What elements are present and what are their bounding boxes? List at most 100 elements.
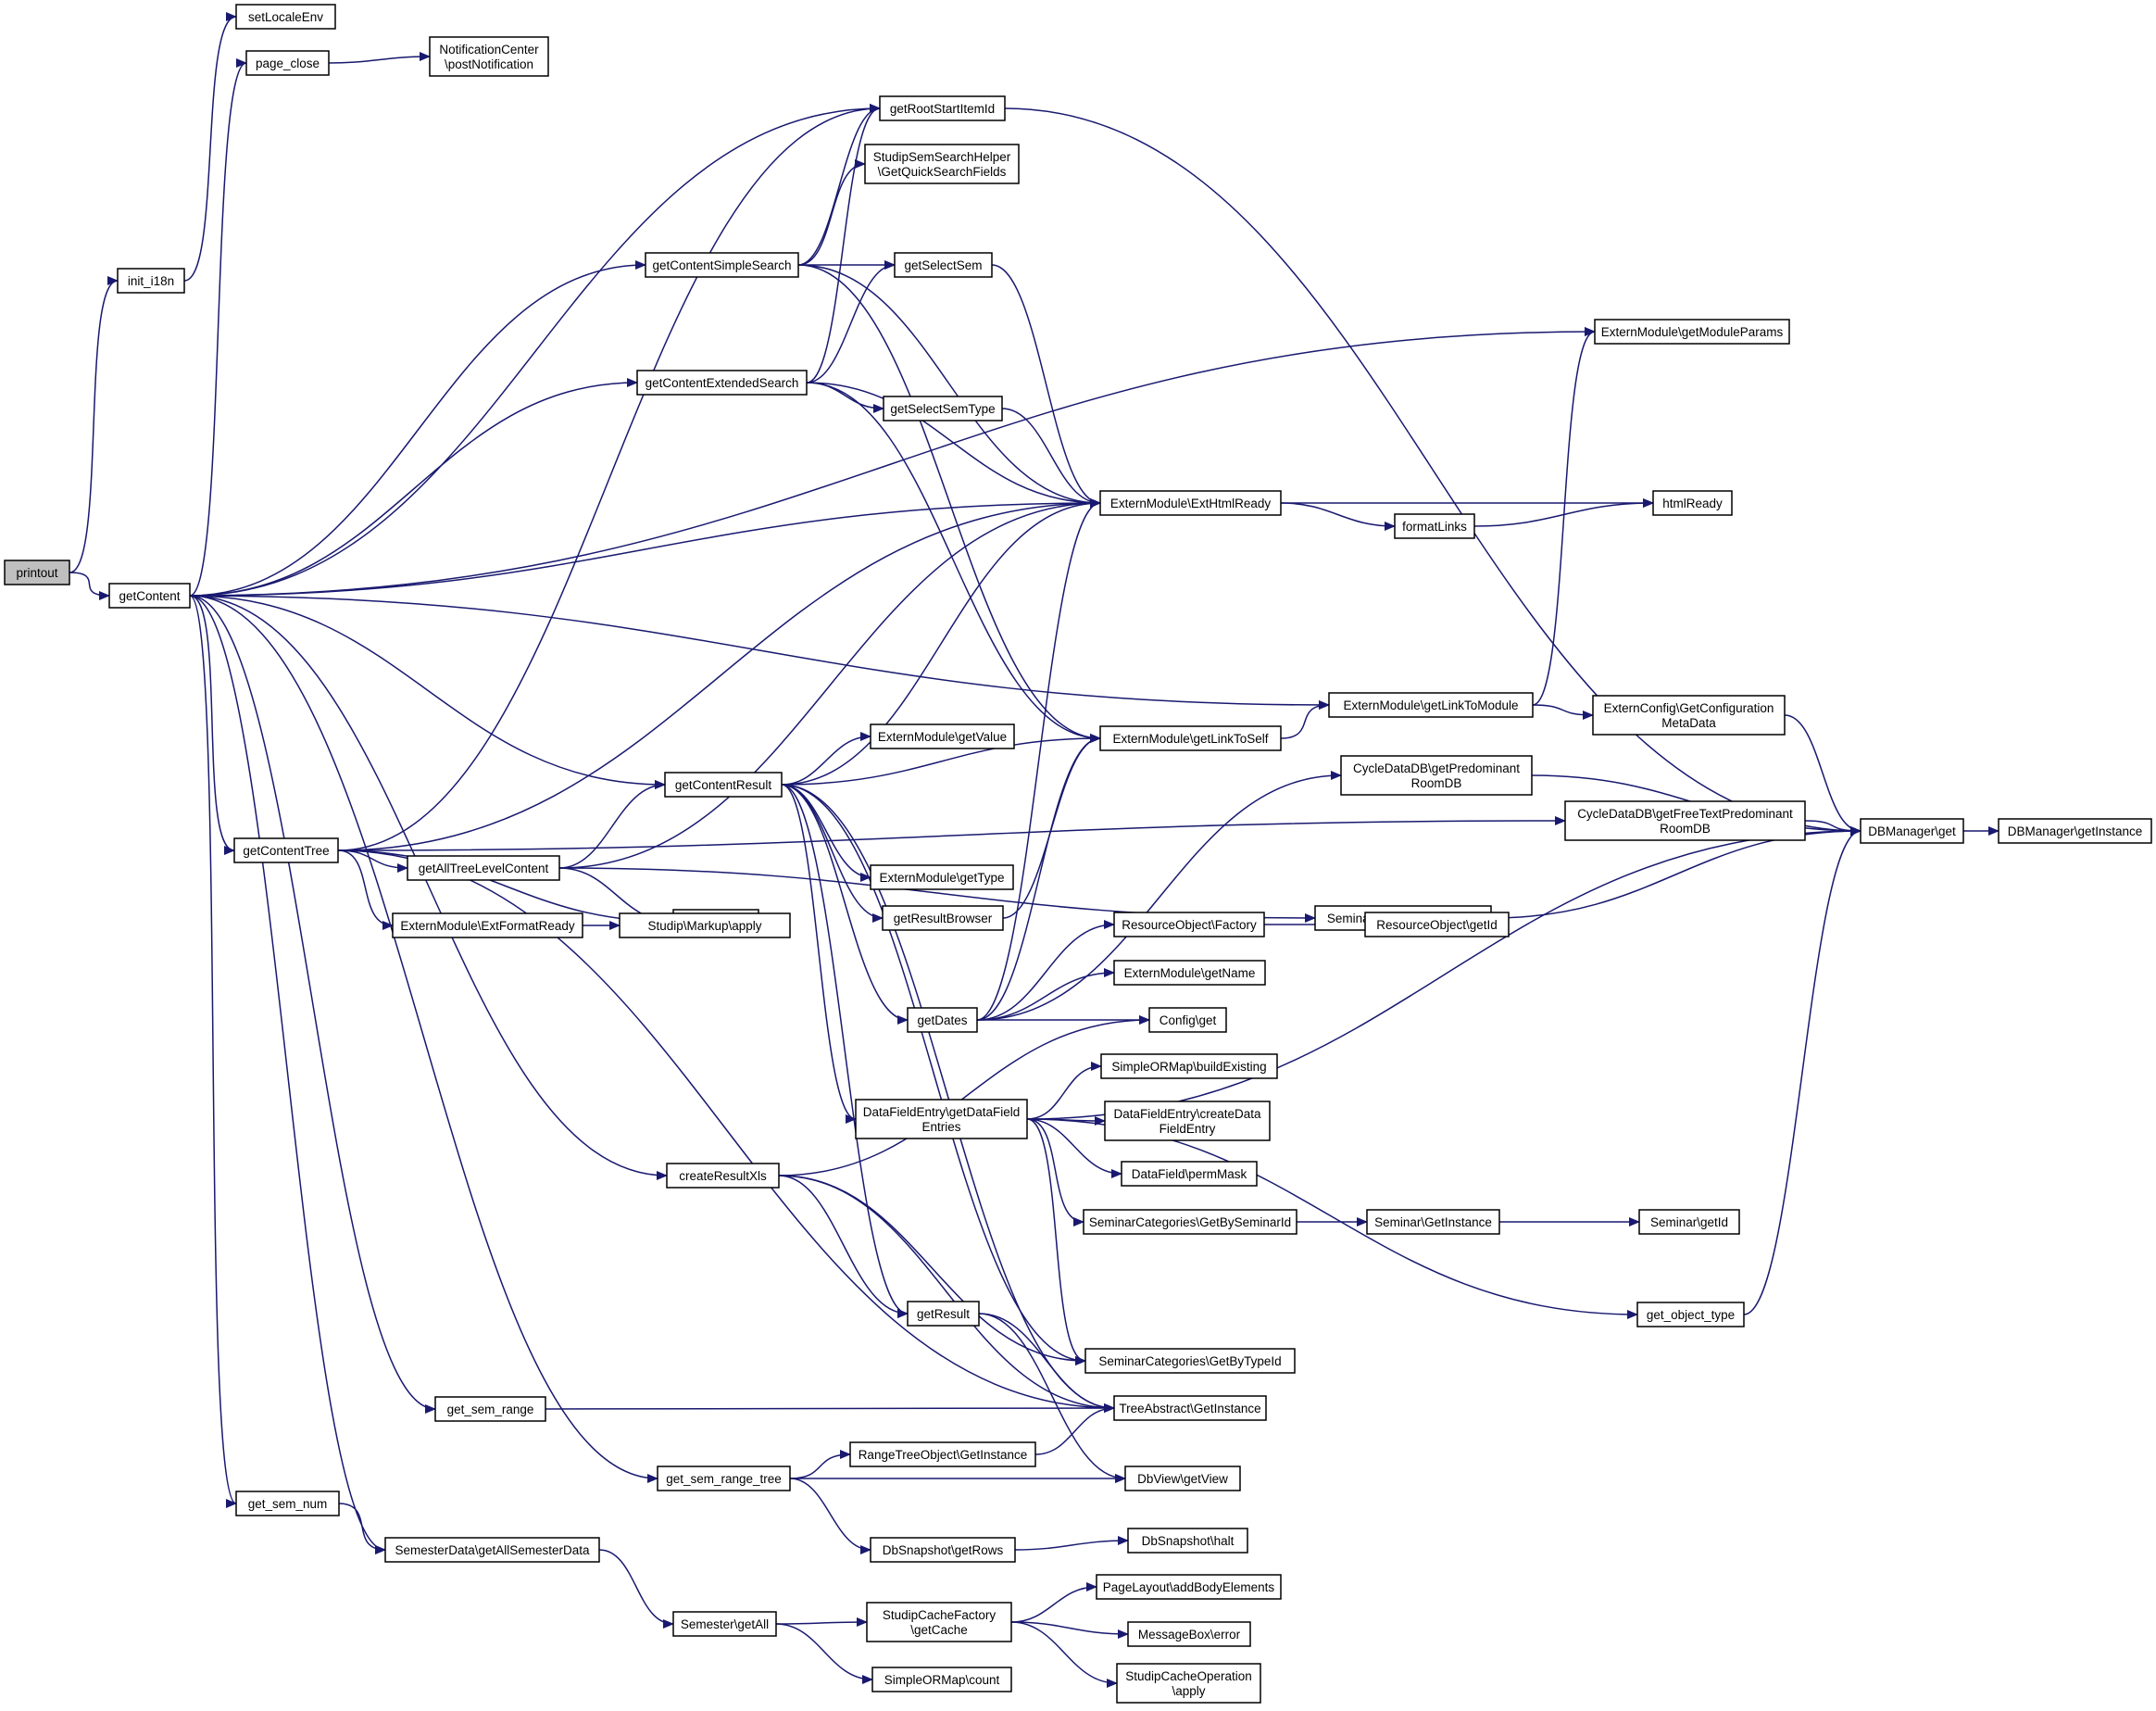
node-getContentResult[interactable]: getContentResult <box>664 772 783 798</box>
node-init_i18n[interactable]: init_i18n <box>117 268 185 294</box>
node-seminarGetInstance[interactable]: Seminar\GetInstance <box>1366 1209 1500 1235</box>
node-seminarGetId[interactable]: Seminar\getId <box>1638 1209 1740 1235</box>
node-getAllTreeLevelContent[interactable]: getAllTreeLevelContent <box>407 855 560 881</box>
node-formatLinks[interactable]: formatLinks <box>1394 513 1475 539</box>
node-label: SeminarCategories\GetByTypeId <box>1098 1354 1281 1368</box>
node-markupApply[interactable]: Studip\Markup\apply <box>619 912 791 938</box>
node-getResult[interactable]: getResult <box>907 1301 980 1327</box>
node-treeGetInstance[interactable]: TreeAbstract\GetInstance <box>1113 1395 1267 1421</box>
node-getBySeminarId[interactable]: SeminarCategories\GetBySeminarId <box>1083 1209 1297 1235</box>
node-label: StudipSemSearchHelper\GetQuickSearchFiel… <box>873 150 1011 179</box>
node-box <box>664 772 783 798</box>
node-getSelectSemType[interactable]: getSelectSemType <box>883 396 1003 421</box>
node-box <box>619 912 791 938</box>
node-getRows[interactable]: DbSnapshot\getRows <box>870 1537 1016 1563</box>
node-semesterGetAll[interactable]: Semester\getAll <box>672 1611 777 1637</box>
node-label: NotificationCenter\postNotification <box>439 43 539 71</box>
node-rangeTreeGetInstance[interactable]: RangeTreeObject\GetInstance <box>849 1441 1036 1467</box>
node-label: DBManager\get <box>1868 824 1956 838</box>
node-getLinkToSelf[interactable]: ExternModule\getLinkToSelf <box>1099 725 1282 751</box>
node-label: Seminar\getId <box>1650 1215 1728 1229</box>
node-getLinkToModule[interactable]: ExternModule\getLinkToModule <box>1328 692 1534 718</box>
node-box <box>429 36 549 77</box>
node-getSemRangeTree[interactable]: get_sem_range_tree <box>657 1466 791 1491</box>
node-buildExisting[interactable]: SimpleORMap\buildExisting <box>1100 1053 1278 1079</box>
node-getSemNum[interactable]: get_sem_num <box>235 1491 340 1516</box>
edge-getContent-to-getRootStartItemId <box>189 104 881 597</box>
node-notification[interactable]: NotificationCenter\postNotification <box>429 36 549 77</box>
node-getAllSemesterData[interactable]: SemesterData\getAllSemesterData <box>384 1537 600 1563</box>
node-label: getRootStartItemId <box>890 102 995 116</box>
node-getValue[interactable]: ExternModule\getValue <box>870 723 1015 749</box>
node-label: ExternModule\getName <box>1124 966 1256 980</box>
node-messageBoxError[interactable]: MessageBox\error <box>1127 1621 1251 1647</box>
node-page_close[interactable]: page_close <box>245 50 330 76</box>
node-label: htmlReady <box>1662 497 1723 510</box>
node-label: Studip\Markup\apply <box>647 919 761 933</box>
edge-getContentSimpleSearch-to-getLinkToSelf <box>797 264 1101 743</box>
node-getContent[interactable]: getContent <box>108 583 191 609</box>
node-label: ExternModule\getType <box>879 871 1004 885</box>
node-extFormatReady[interactable]: ExternModule\ExtFormatReady <box>392 912 583 938</box>
node-dbManagerGetInstance[interactable]: DBManager\getInstance <box>1998 818 2152 844</box>
node-getRootStartItemId[interactable]: getRootStartItemId <box>879 95 1006 121</box>
node-box <box>108 583 191 609</box>
node-box <box>392 912 583 938</box>
node-box <box>245 50 330 76</box>
edge-extHtmlReady-to-formatLinks <box>1280 502 1396 531</box>
node-addBodyElements[interactable]: PageLayout\addBodyElements <box>1096 1574 1282 1600</box>
node-label: ResourceObject\getId <box>1376 918 1498 932</box>
node-getByTypeId[interactable]: SeminarCategories\GetByTypeId <box>1084 1348 1296 1374</box>
node-label: getSelectSem <box>904 258 982 272</box>
node-getContentSimpleSearch[interactable]: getContentSimpleSearch <box>645 252 799 278</box>
node-getDates[interactable]: getDates <box>907 1007 978 1033</box>
node-getResultBrowser[interactable]: getResultBrowser <box>882 905 1004 931</box>
edge-createResultXls-to-configGet <box>778 1015 1150 1176</box>
node-label: SemesterData\getAllSemesterData <box>395 1543 590 1557</box>
node-cacheApply[interactable]: StudipCacheOperation\apply <box>1116 1663 1261 1704</box>
node-box <box>1860 818 1964 844</box>
node-getContentExtendedSearch[interactable]: getContentExtendedSearch <box>636 370 808 396</box>
node-count[interactable]: SimpleORMap\count <box>871 1667 1012 1692</box>
node-label: get_sem_range <box>447 1403 534 1416</box>
node-setLocaleEnv[interactable]: setLocaleEnv <box>235 4 336 30</box>
node-getType[interactable]: ExternModule\getType <box>870 864 1014 890</box>
node-resourceGetId[interactable]: ResourceObject\getId <box>1364 912 1510 937</box>
edge-getContentTree-to-killFormat <box>337 849 674 926</box>
node-dbManagerGet[interactable]: DBManager\get <box>1860 818 1964 844</box>
node-getContentTree[interactable]: getContentTree <box>233 837 339 863</box>
node-getName[interactable]: ExternModule\getName <box>1113 960 1266 986</box>
node-box <box>657 1466 791 1491</box>
node-box <box>1113 912 1265 937</box>
node-permMask[interactable]: DataField\permMask <box>1121 1161 1258 1187</box>
node-box <box>1636 1302 1745 1327</box>
node-printout[interactable]: printout <box>4 560 70 585</box>
node-getModuleParams[interactable]: ExternModule\getModuleParams <box>1594 319 1790 345</box>
node-box <box>879 95 1006 121</box>
edge-createResultXls-to-treeGetInstance <box>778 1175 1115 1413</box>
node-getObjectType[interactable]: get_object_type <box>1636 1302 1745 1327</box>
edge-getContentResult-to-getValue <box>781 732 871 786</box>
node-extHtmlReady[interactable]: ExternModule\ExtHtmlReady <box>1099 490 1282 516</box>
edge-getSemRange-to-treeGetInstance <box>545 1403 1115 1414</box>
node-halt[interactable]: DbSnapshot\halt <box>1127 1528 1248 1554</box>
node-htmlReady[interactable]: htmlReady <box>1652 490 1733 516</box>
node-getCache[interactable]: StudipCacheFactory\getCache <box>866 1602 1012 1642</box>
node-resourceFactory[interactable]: ResourceObject\Factory <box>1113 912 1265 937</box>
node-quickSearchFields[interactable]: StudipSemSearchHelper\GetQuickSearchFiel… <box>864 144 1020 184</box>
node-getSelectSem[interactable]: getSelectSem <box>894 252 993 278</box>
node-configGet[interactable]: Config\get <box>1148 1007 1227 1033</box>
node-getSemRange[interactable]: get_sem_range <box>434 1396 546 1422</box>
node-createResultXls[interactable]: createResultXls <box>666 1163 780 1189</box>
node-dbViewGetView[interactable]: DbView\getView <box>1124 1466 1241 1491</box>
edge-getContentSimpleSearch-to-extHtmlReady <box>797 264 1101 508</box>
edge-semesterGetAll-to-getCache <box>775 1617 868 1628</box>
